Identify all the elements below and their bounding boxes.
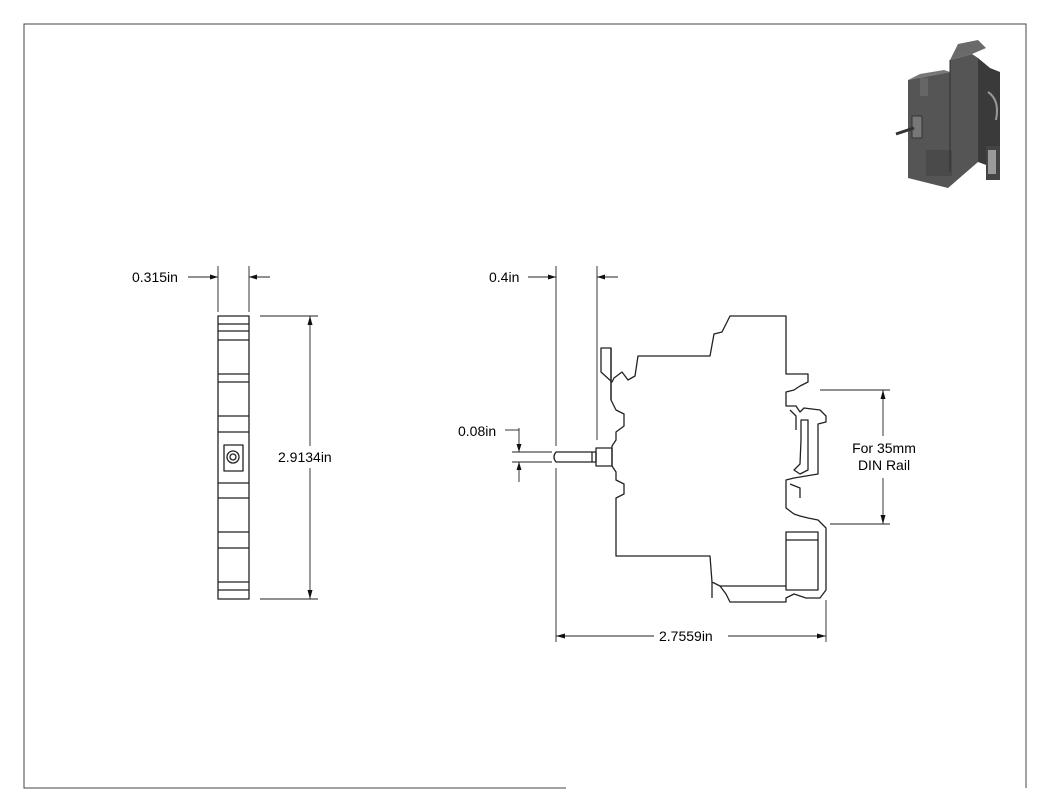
isometric-thumbnail [895,40,1000,188]
din-note-line2: DIN Rail [857,457,911,473]
front-view [553,315,827,603]
front-offset-label: 0.4in [489,269,520,285]
pin-diameter-label: 0.08in [458,423,497,439]
side-width-label: 0.315in [132,269,178,285]
drawing-frame [23,23,1027,789]
din-rail-note: For 35mm DIN Rail [840,440,928,474]
side-view [217,315,250,600]
overall-width-label: 2.7559in [659,628,713,644]
side-height-label: 2.9134in [278,449,332,465]
side-view-dimensions [188,266,318,600]
din-note-line1: For 35mm [852,440,916,456]
front-view-dimensions [505,266,890,642]
